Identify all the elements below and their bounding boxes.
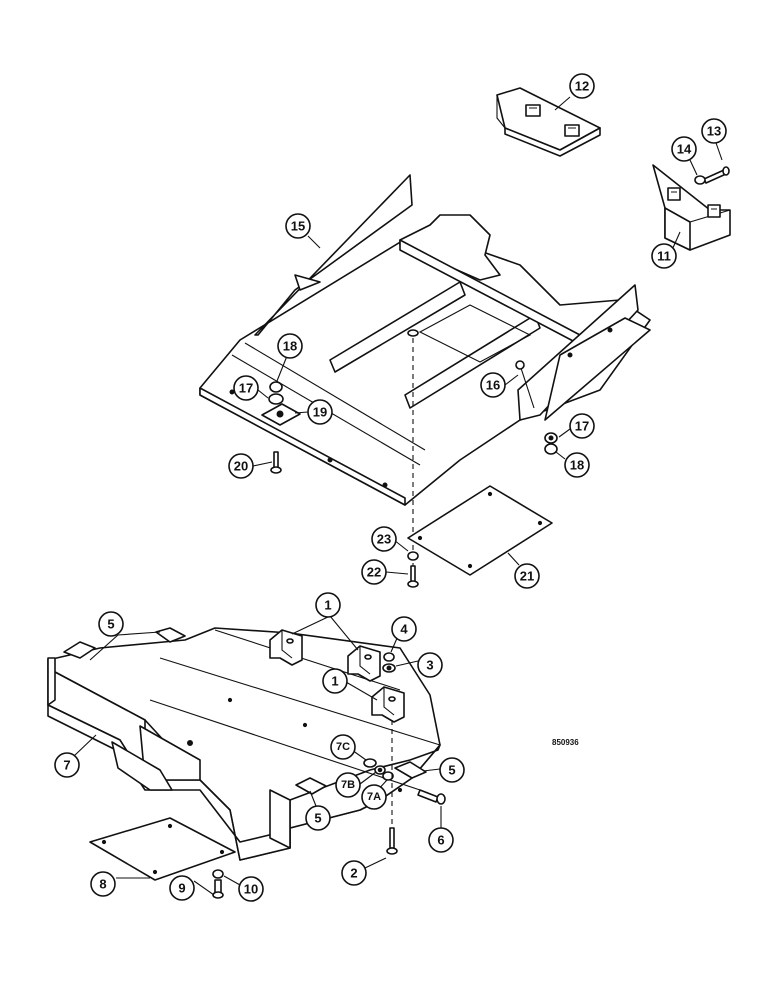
callout-18-upper-left-label: 18 [283,339,297,354]
callout-1-lower: 1 [322,668,348,694]
part-15-upper-pan [199,174,651,506]
part-21-plate [407,485,553,576]
callout-5-right-label: 5 [448,763,455,778]
callout-11-label: 11 [657,249,671,264]
callout-17-left-label: 17 [239,381,253,396]
callout-4-label: 4 [400,622,408,637]
part-13-14-bolt-washer [694,166,730,185]
callout-18-upper-left: 18 [277,333,303,359]
callout-6: 6 [428,827,454,853]
callout-9: 9 [169,875,195,901]
part-6-bolt [417,789,446,805]
callout-7c-label: 7C [336,741,350,753]
callout-1-lower-label: 1 [331,674,338,689]
callout-10-label: 10 [244,882,258,897]
callout-8: 8 [90,871,116,897]
part-2-bolt [386,720,398,855]
callout-9-label: 9 [178,881,185,896]
callout-17-right: 17 [569,413,595,439]
callout-22: 22 [361,559,387,585]
part-7-lower-pan [47,627,441,861]
leader-lines [73,96,723,896]
callout-7-label: 7 [63,758,70,773]
callout-20: 20 [228,453,254,479]
callout-3: 3 [417,652,443,678]
callout-21: 21 [514,563,540,589]
callout-6-label: 6 [437,833,444,848]
callout-7b: 7B [335,772,361,798]
callout-21-label: 21 [520,569,534,584]
callout-12-label: 12 [575,79,589,94]
callout-5-lower-label: 5 [314,811,321,826]
callout-19-label: 19 [313,405,327,420]
callout-7: 7 [54,752,80,778]
callout-23-label: 23 [377,532,391,547]
callout-15-label: 15 [291,219,305,234]
callout-5-right: 5 [439,757,465,783]
callout-19: 19 [307,399,333,425]
part-9-10-bolt-washer [212,869,224,899]
callout-16-label: 16 [486,378,500,393]
part-17-18-nuts-right [544,432,558,455]
callout-17-right-label: 17 [575,419,589,434]
callout-17-left: 17 [233,375,259,401]
callout-13-label: 13 [707,124,721,139]
callout-20-label: 20 [234,459,248,474]
callout-23: 23 [371,526,397,552]
callout-14: 14 [671,136,697,162]
callout-5-lower: 5 [305,805,331,831]
callout-1-upper-label: 1 [324,598,331,613]
part-12-bracket [496,87,601,157]
part-17-18-19-mount [261,381,301,426]
callout-8-label: 8 [99,877,106,892]
callout-22-label: 22 [367,565,381,580]
part-7abc-hardware [363,758,394,781]
callout-12: 12 [569,73,595,99]
callout-7b-label: 7B [341,779,355,791]
drawing-number: 850936 [552,738,579,747]
callout-7a: 7A [361,784,387,810]
part-22-23-bolt-washer [407,551,419,588]
callout-7a-label: 7A [367,791,381,803]
callout-14-label: 14 [677,142,692,157]
callout-4: 4 [391,616,417,642]
callout-5-upper: 5 [98,611,124,637]
part-16-bolt [515,360,535,409]
callout-10: 10 [238,876,264,902]
callout-2-label: 2 [350,866,357,881]
callout-2: 2 [341,860,367,886]
callout-5-upper-label: 5 [107,617,114,632]
callout-18-right-label: 18 [570,458,584,473]
part-3-4-nut-washer [382,652,396,673]
part-5-clips [63,627,427,795]
callout-15: 15 [285,213,311,239]
part-11-bracket [652,164,731,251]
callout-13: 13 [701,118,727,144]
callout-3-label: 3 [426,658,433,673]
callout-7c: 7C [330,734,356,760]
part-1-brackets [269,629,405,723]
part-20-bolt [270,451,282,474]
callout-18-right: 18 [564,452,590,478]
part-8-plate [89,817,236,881]
callout-16: 16 [480,372,506,398]
callout-11: 11 [651,243,677,269]
callout-1-upper: 1 [315,592,341,618]
